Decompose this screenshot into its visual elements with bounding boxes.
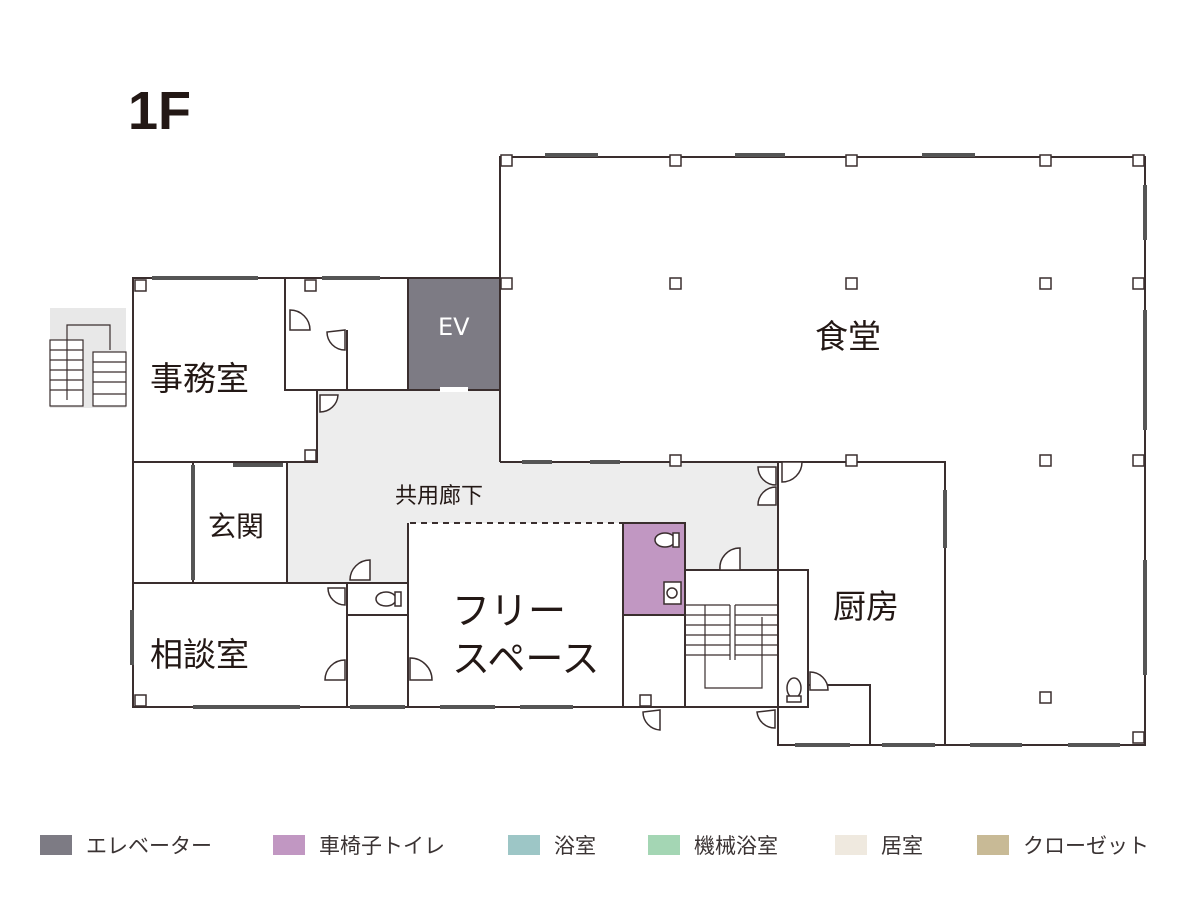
legend-label: 居室: [881, 834, 923, 858]
legend-swatch: [40, 835, 72, 855]
windows: [130, 153, 1147, 747]
legend-label: 浴室: [554, 834, 596, 858]
inner-stairs: [685, 604, 778, 689]
common-corridor: [287, 390, 778, 583]
legend-label: 車椅子トイレ: [319, 834, 445, 858]
doors: [289, 309, 829, 731]
columns: [134, 154, 1145, 744]
legend-item-machine-bath: 機械浴室: [648, 830, 778, 860]
legend-item-living-room: 居室: [835, 830, 923, 860]
legend-label: クローゼット: [1023, 834, 1149, 858]
outdoor-stair-steps: [49, 324, 127, 407]
room-label-free-space-1: フリー: [452, 589, 567, 633]
free-space-boundary: [407, 522, 623, 576]
room-label-office: 事務室: [150, 359, 249, 398]
room-label-corridor: 共用廊下: [395, 484, 484, 509]
room-label-kitchen: 厨房: [833, 587, 899, 626]
room-label-consultation: 相談室: [150, 635, 249, 674]
legend-swatch: [273, 835, 305, 855]
toilet-fixtures: [375, 532, 802, 703]
floor-title: 1F: [128, 81, 192, 141]
legend-item-wheelchair-toilet: 車椅子トイレ: [273, 830, 445, 860]
ev-door: [440, 387, 468, 392]
legend-swatch: [648, 835, 680, 855]
legend-swatch: [835, 835, 867, 855]
room-label-elevator: EV: [438, 313, 470, 341]
legend-label: 機械浴室: [694, 834, 778, 858]
inner-walls: [346, 523, 871, 745]
legend-item-bath: 浴室: [508, 830, 596, 860]
legend: エレベーター 車椅子トイレ 浴室 機械浴室 居室 クローゼット: [0, 830, 1200, 860]
legend-swatch: [977, 835, 1009, 855]
legend-item-elevator: エレベーター: [40, 830, 212, 860]
legend-item-closet: クローゼット: [977, 830, 1149, 860]
room-label-free-space-2: スペース: [452, 637, 600, 681]
room-label-dining: 食堂: [815, 317, 881, 356]
legend-label: エレベーター: [86, 834, 212, 858]
room-label-entrance: 玄関: [208, 510, 265, 543]
legend-swatch: [508, 835, 540, 855]
